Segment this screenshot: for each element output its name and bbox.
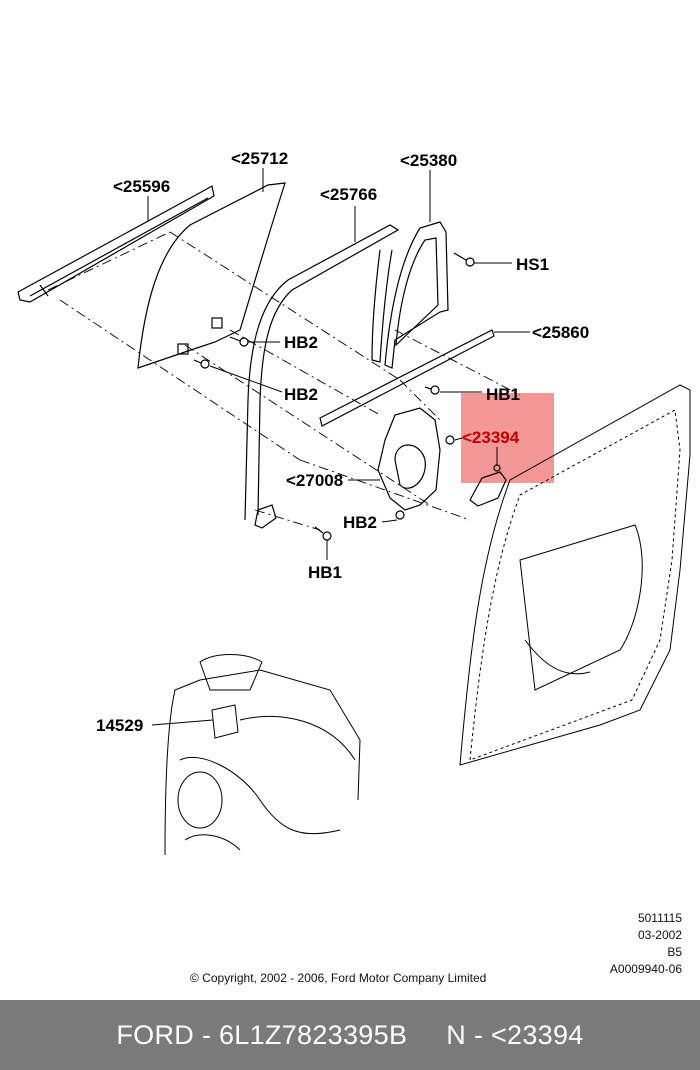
parts-diagram: <25596 <25712 <25380 <25766 HS1 <25860 H… [17, 149, 691, 856]
meta-line-2: 03-2002 [637, 928, 682, 942]
label-14529: 14529 [96, 716, 143, 735]
footer-separator: - [194, 1019, 219, 1050]
diagram-meta: 5011115 03-2002 B5 A0009940-06 [610, 910, 682, 978]
run-channel-25596 [17, 185, 215, 303]
label-hb1-b: HB1 [308, 563, 342, 582]
footer-brand: FORD [116, 1019, 195, 1050]
label-25596: <25596 [113, 177, 170, 196]
label-hb2-a: HB2 [284, 333, 318, 352]
label-25766: <25766 [320, 185, 377, 204]
label-hb2-b: HB2 [284, 385, 318, 404]
meta-line-3: B5 [667, 945, 682, 959]
label-hb1-a: HB1 [486, 385, 520, 404]
footer-bar: FORD - 6L1Z7823395B N - <23394 [0, 1000, 700, 1070]
label-hs1: HS1 [516, 255, 549, 274]
label-25380: <25380 [400, 151, 457, 170]
copyright-text: © Copyright, 2002 - 2006, Ford Motor Com… [190, 971, 487, 985]
label-25712: <25712 [231, 149, 288, 168]
meta-line-1: 5011115 [637, 911, 682, 925]
label-23394[interactable]: <23394 [462, 428, 520, 447]
assembly-lines [47, 231, 521, 531]
glass-run-25766 [244, 224, 400, 529]
leader-lines [147, 168, 530, 726]
footer-ref-prefix: N - [446, 1019, 491, 1050]
frame-25380 [384, 221, 449, 369]
label-27008: <27008 [286, 471, 343, 490]
regulator-27008 [377, 407, 441, 520]
fasteners [193, 252, 475, 541]
weatherstrip-25860 [319, 329, 495, 427]
door-outline [459, 384, 691, 766]
label-25860: <25860 [532, 323, 589, 342]
door-glass-25712 [137, 182, 286, 369]
footer-part-number: 6L1Z7823395B [218, 1019, 408, 1050]
meta-line-4: A0009940-06 [609, 962, 682, 976]
footer-ref: <23394 [490, 1019, 584, 1050]
highlight-box [461, 393, 554, 483]
inset-14529 [164, 654, 361, 856]
label-hb2-c: HB2 [343, 513, 377, 532]
footer-gap [407, 1020, 446, 1051]
